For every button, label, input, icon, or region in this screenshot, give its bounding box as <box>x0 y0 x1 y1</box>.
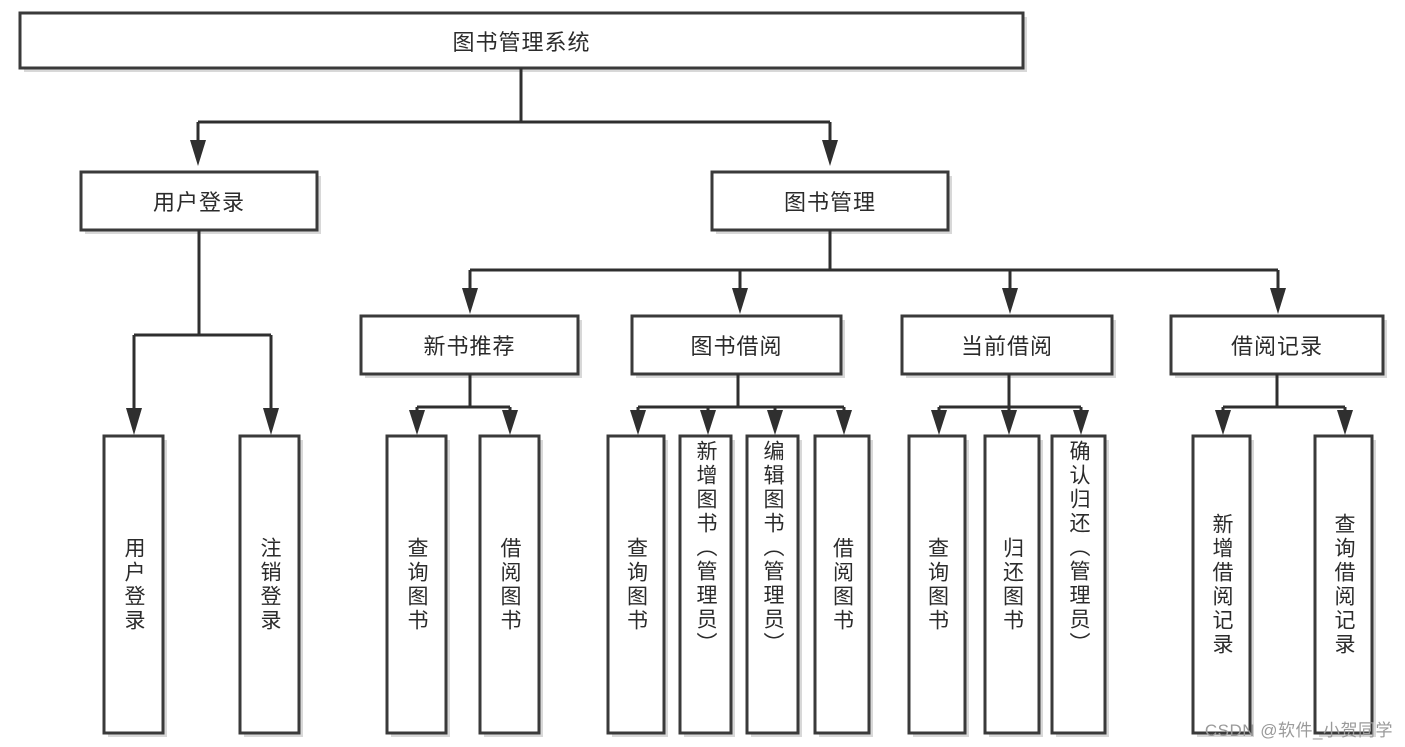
arrow-head-borrow-record-child-2 <box>1337 410 1353 435</box>
node-new-book-recommend[interactable] <box>359 314 582 378</box>
node-root-system[interactable] <box>18 11 1027 72</box>
node-leaf-query-book-3[interactable] <box>907 434 969 737</box>
node-leaf-user-login[interactable] <box>102 434 167 737</box>
node-leaf-borrow-book-1[interactable] <box>478 434 543 737</box>
arrow-head-current-borrow-child-1 <box>931 410 947 435</box>
arrow-head-borrow-record <box>1270 288 1286 314</box>
node-leaf-borrow-book-2[interactable] <box>813 434 873 737</box>
arrow-head-new-book-child-2 <box>502 410 518 435</box>
arrow-head-user-login-child-1 <box>126 408 142 435</box>
node-leaf-return-book[interactable] <box>983 434 1043 737</box>
node-book-management[interactable] <box>710 170 952 234</box>
arrow-head-book-borrow-child-1 <box>630 410 646 435</box>
node-leaf-logout[interactable] <box>238 434 303 737</box>
node-leaf-query-book-2[interactable] <box>606 434 668 737</box>
arrow-head-new-book <box>462 288 478 314</box>
arrow-head-borrow-record-child-1 <box>1215 410 1231 435</box>
arrow-head-current-borrow <box>1002 288 1018 314</box>
node-borrow-record[interactable] <box>1169 314 1387 378</box>
arrow-head-user-login <box>190 140 206 166</box>
arrow-head-user-login-child-2 <box>263 408 279 435</box>
arrow-head-book-borrow-child-3 <box>767 410 783 435</box>
arrow-head-current-borrow-child-3 <box>1073 410 1089 435</box>
arrow-head-book-borrow-child-4 <box>836 410 852 435</box>
arrow-head-new-book-child-1 <box>409 410 425 435</box>
node-leaf-edit-book-admin[interactable] <box>745 434 802 737</box>
node-user-login[interactable] <box>79 170 321 234</box>
node-book-borrow[interactable] <box>630 314 845 378</box>
node-leaf-query-borrow-record[interactable] <box>1313 434 1376 737</box>
arrow-head-book-borrow-child-2 <box>700 410 716 435</box>
node-leaf-confirm-return-admin[interactable] <box>1050 434 1109 737</box>
arrow-head-book-manage <box>822 140 838 166</box>
arrow-head-book-borrow <box>732 288 748 314</box>
node-leaf-add-book-admin[interactable] <box>678 434 735 737</box>
node-current-borrow[interactable] <box>900 314 1116 378</box>
arrow-head-current-borrow-child-2 <box>1001 410 1017 435</box>
node-leaf-query-book-1[interactable] <box>385 434 450 737</box>
node-leaf-add-borrow-record[interactable] <box>1191 434 1254 737</box>
